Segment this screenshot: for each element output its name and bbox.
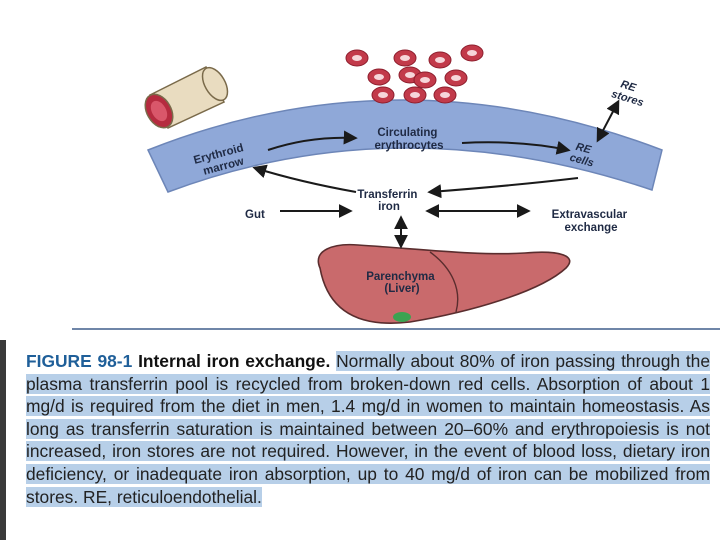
bone-icon bbox=[144, 65, 229, 129]
figure-body: Normally about 80% of iron passing throu… bbox=[26, 351, 710, 507]
arrow-re-cells-re-stores bbox=[596, 99, 620, 143]
liver-icon bbox=[317, 243, 571, 324]
vessel-band bbox=[146, 99, 663, 193]
figure-label: FIGURE 98-1 bbox=[26, 351, 133, 371]
label-circulating-erythrocytes: Circulating erythrocytes bbox=[374, 127, 443, 152]
label-extravascular-exchange: Extravascular exchange bbox=[552, 209, 631, 234]
caption-rule bbox=[72, 328, 720, 330]
arrow-transferrin-to-erythroid bbox=[252, 164, 357, 193]
label-parenchyma-liver: Parenchyma (Liver) bbox=[366, 271, 438, 295]
left-margin-bar bbox=[0, 340, 6, 540]
arrow-erythroid-to-circulating bbox=[267, 130, 358, 151]
arrow-circulating-to-re-cells bbox=[461, 140, 571, 155]
figure-caption: FIGURE 98-1 Internal iron exchange. Norm… bbox=[26, 350, 710, 508]
arrow-re-cells-to-transferrin bbox=[427, 177, 579, 199]
iron-exchange-diagram: RE stores Circulating erythrocytes Eryth… bbox=[144, 44, 663, 324]
label-transferrin-iron: Transferrin iron bbox=[357, 189, 420, 213]
figure-heading: Internal iron exchange. bbox=[138, 351, 331, 371]
label-gut: Gut bbox=[245, 209, 265, 221]
